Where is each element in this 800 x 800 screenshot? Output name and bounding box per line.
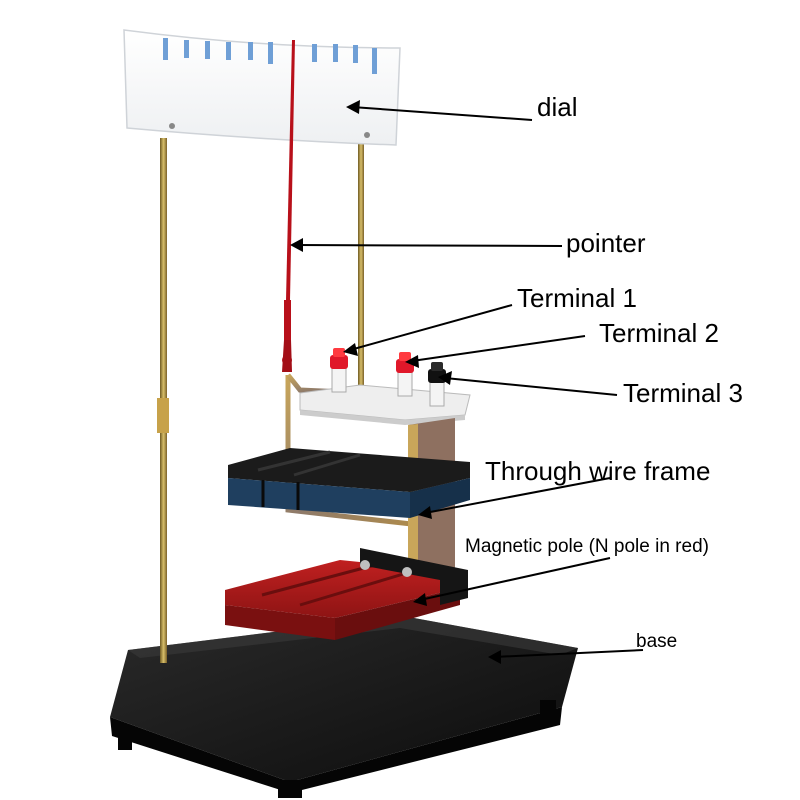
leader-lines	[290, 100, 644, 664]
terminal-1-arrowhead	[343, 343, 358, 356]
terminal-3-leader	[444, 377, 618, 396]
pointer-leader	[293, 244, 563, 247]
dial-ticks	[163, 38, 377, 74]
terminal-2-arrowhead	[405, 355, 419, 368]
base-arrowhead	[488, 650, 501, 664]
terminal-3-arrowhead	[438, 371, 452, 385]
terminal-2-leader	[411, 335, 586, 362]
label-magnetic-pole: Magnetic pole (N pole in red)	[465, 536, 709, 557]
wire-frame-arrowhead	[418, 506, 432, 519]
support-rods	[157, 138, 364, 663]
terminal-1-leader	[349, 304, 513, 351]
label-pointer: pointer	[566, 228, 646, 258]
terminal-3-post	[428, 362, 446, 407]
label-terminal-3: Terminal 3	[623, 378, 743, 408]
terminal-plate	[299, 384, 471, 425]
wire-frame-leader	[424, 477, 611, 514]
label-terminal-1: Terminal 1	[517, 283, 637, 313]
base-leader	[493, 649, 644, 658]
magnet-upper	[228, 448, 470, 518]
dial-arrowhead	[346, 100, 360, 114]
dial-scale	[123, 29, 401, 146]
magnetic-pole-arrowhead	[413, 593, 427, 606]
label-dial: dial	[537, 92, 578, 122]
dial-leader	[351, 106, 533, 121]
terminal-2-post	[396, 352, 414, 397]
label-base: base	[636, 631, 678, 652]
magnet-lower	[225, 548, 468, 640]
label-wire-frame: Through wire frame	[485, 456, 711, 486]
base-plate	[110, 616, 578, 798]
pointer-needle	[282, 40, 295, 372]
magnetic-pole-leader	[419, 557, 611, 601]
pointer-arrowhead	[290, 238, 303, 252]
terminal-1-post	[330, 348, 348, 393]
label-terminal-2: Terminal 2	[599, 318, 719, 348]
